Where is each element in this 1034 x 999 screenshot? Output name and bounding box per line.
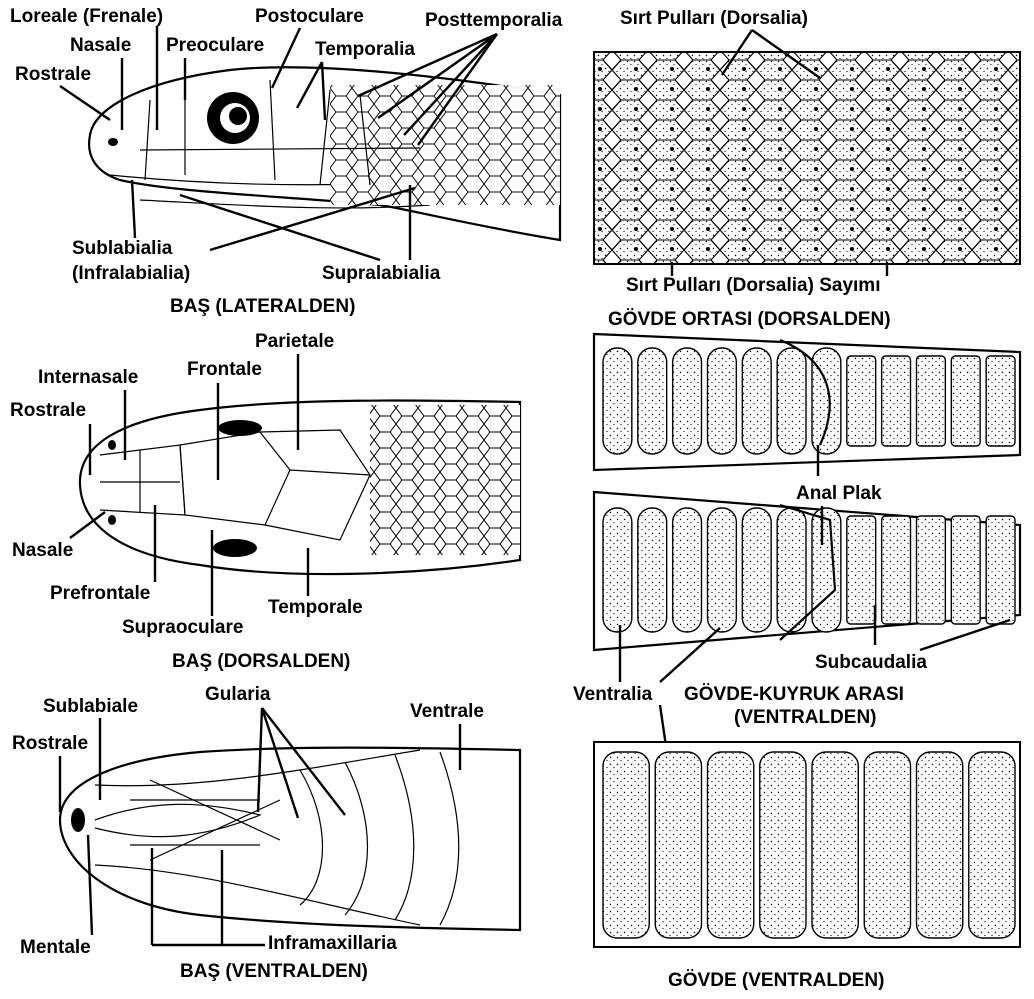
label-sublabiale: Sublabiale <box>43 696 138 717</box>
ventral-plates-upper <box>603 348 1015 454</box>
label-loreale: Loreale (Frenale) <box>10 6 163 27</box>
ventral-plate <box>864 752 910 938</box>
label-temporalia: Temporalia <box>315 39 415 60</box>
label-temporale: Temporale <box>268 597 363 618</box>
label-prefrontale: Prefrontale <box>50 583 150 604</box>
label-frontale: Frontale <box>187 359 262 380</box>
label-posttemporalia: Posttemporalia <box>425 10 563 31</box>
ventral-plate <box>917 516 946 624</box>
ventral-plate <box>708 508 737 632</box>
ventral-plate <box>603 348 632 454</box>
label-inframaxillaria: Inframaxillaria <box>268 933 397 954</box>
label-preoculare: Preoculare <box>166 35 264 56</box>
ventral-plate <box>777 508 806 632</box>
label-subcaudalia: Subcaudalia <box>815 652 927 673</box>
label-internasale: Internasale <box>38 367 138 388</box>
caption-body-tail-ventral-2: (VENTRALDEN) <box>734 707 877 728</box>
label-nasale-dorsal: Nasale <box>12 540 73 561</box>
ventral-plate <box>603 752 649 938</box>
label-dorsalia: Sırt Pulları (Dorsalia) <box>620 8 808 29</box>
ventral-plate <box>882 356 911 446</box>
ventral-plate <box>951 516 980 624</box>
label-infralabialia: (Infralabialia) <box>72 263 190 284</box>
label-anal-plak: Anal Plak <box>796 483 882 504</box>
caption-body-ventral: GÖVDE (VENTRALDEN) <box>668 970 884 991</box>
ventral-plate <box>742 508 771 632</box>
ventral-plate <box>603 508 632 632</box>
caption-head-lateral: BAŞ (LATERALDEN) <box>170 296 355 317</box>
ventral-plate <box>708 752 754 938</box>
ventral-plate <box>812 752 858 938</box>
ventral-plate <box>708 348 737 454</box>
ventral-plate <box>882 516 911 624</box>
label-dorsalia-count: Sırt Pulları (Dorsalia) Sayımı <box>626 275 880 296</box>
label-rostrale-lateral: Rostrale <box>15 64 91 85</box>
ventral-plate <box>847 356 876 446</box>
caption-head-dorsal: BAŞ (DORSALDEN) <box>172 651 350 672</box>
label-ventrale: Ventrale <box>410 701 484 722</box>
label-nasale-lateral: Nasale <box>70 35 131 56</box>
ventral-plate <box>742 348 771 454</box>
ventral-plate <box>951 356 980 446</box>
label-postoculare: Postoculare <box>255 6 364 27</box>
ventral-plate <box>777 348 806 454</box>
body-ventral-figure <box>594 742 1020 947</box>
ventral-plate <box>812 508 841 632</box>
head-ventral-figure <box>60 748 520 930</box>
leaders-head-dorsal <box>70 354 308 616</box>
ventral-plate <box>847 516 876 624</box>
label-gularia: Gularia <box>205 684 271 705</box>
ventral-plate <box>969 752 1015 938</box>
label-ventralia: Ventralia <box>573 684 653 705</box>
leaders-head-ventral <box>60 708 460 945</box>
ventral-plate <box>673 348 702 454</box>
caption-head-ventral: BAŞ (VENTRALDEN) <box>180 961 368 982</box>
ventral-plate <box>638 348 667 454</box>
caption-body-tail-ventral-1: GÖVDE-KUYRUK ARASI <box>684 684 904 705</box>
label-sublabialia: Sublabialia <box>72 238 173 259</box>
body-dorsal-figure <box>594 52 1020 264</box>
label-mentale: Mentale <box>20 937 91 958</box>
label-supralabialia: Supralabialia <box>322 263 441 284</box>
ventral-plate <box>986 516 1015 624</box>
ventral-plate <box>917 356 946 446</box>
label-parietale: Parietale <box>255 331 334 352</box>
ventral-plate <box>760 752 806 938</box>
label-supraoculare: Supraoculare <box>122 617 243 638</box>
ventral-plate <box>917 752 963 938</box>
ventral-plate <box>673 508 702 632</box>
caption-body-dorsal: GÖVDE ORTASI (DORSALDEN) <box>608 309 891 330</box>
label-rostrale-dorsal: Rostrale <box>10 400 86 421</box>
ventral-plate <box>655 752 701 938</box>
ventral-plate <box>986 356 1015 446</box>
head-dorsal-figure <box>80 400 520 574</box>
label-rostrale-ventral: Rostrale <box>12 733 88 754</box>
ventral-plate <box>638 508 667 632</box>
